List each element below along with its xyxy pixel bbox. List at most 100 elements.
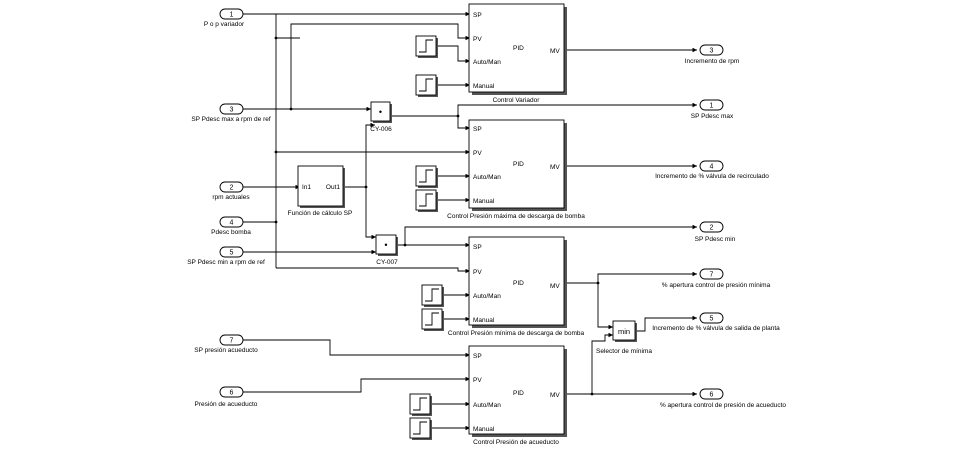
pid-port-mv: MV bbox=[550, 164, 560, 171]
pid-port-mv: MV bbox=[550, 283, 560, 290]
pid-port-pv: PV bbox=[473, 377, 482, 384]
inport-label: Pdesc bomba bbox=[211, 229, 251, 236]
pid-port-manual: Manual bbox=[473, 317, 495, 324]
inport[interactable]: 4 Pdesc bomba bbox=[211, 216, 251, 236]
inport-label: SP presión acueducto bbox=[194, 347, 258, 354]
outport[interactable]: 5 Incremento de % válvula de salida de p… bbox=[652, 312, 780, 332]
inport[interactable]: 7 SP presión acueducto bbox=[194, 334, 258, 354]
product-block-cy007[interactable]: • CY-007 bbox=[375, 234, 398, 266]
product-block-cy006[interactable]: • CY-006 bbox=[370, 101, 392, 133]
inport-number: 5 bbox=[230, 250, 234, 257]
pid-label: PID bbox=[513, 280, 524, 287]
pid-block-pmax[interactable]: SP PV Auto/Man Manual PID MV Control Pre… bbox=[447, 119, 585, 220]
outport-label: Incremento de rpm bbox=[685, 58, 740, 65]
step-block[interactable] bbox=[421, 284, 444, 307]
outport[interactable]: 6 % apertura control de presión de acued… bbox=[660, 388, 786, 409]
outport-number: 2 bbox=[710, 225, 714, 232]
wire-mv3 bbox=[565, 271, 697, 284]
pid-port-pv: PV bbox=[473, 36, 482, 43]
pid-block-variador[interactable]: SP PV Auto/Man Manual PID MV Control Var… bbox=[468, 3, 567, 104]
wire-sub-out2 bbox=[365, 187, 376, 240]
outport[interactable]: 3 Incremento de rpm bbox=[685, 44, 740, 65]
inport-label: SP Pdesc min a rpm de ref bbox=[187, 259, 265, 266]
pid-port-sp: SP bbox=[473, 126, 482, 133]
subsystem-in-label: In1 bbox=[302, 184, 311, 191]
pid-block-name: Control Presión mínima de descarga de bo… bbox=[448, 330, 585, 337]
step-block[interactable] bbox=[415, 189, 438, 212]
pid-port-manual: Manual bbox=[473, 198, 495, 205]
pid-port-pv: PV bbox=[473, 150, 482, 157]
inport-number: 7 bbox=[230, 338, 234, 345]
inport-label: P o p variador bbox=[204, 21, 245, 28]
wire-mv3-min bbox=[597, 283, 613, 330]
outport-number: 1 bbox=[710, 103, 714, 110]
inport[interactable]: 2 rpm actuales bbox=[212, 181, 250, 201]
outport-label: Incremento de % válvula de recirculado bbox=[655, 173, 769, 180]
pid-block-name: Control Presión de acueducto bbox=[473, 439, 559, 446]
outport[interactable]: 1 SP Pdesc max bbox=[691, 99, 734, 120]
inport-number: 1 bbox=[230, 12, 234, 19]
inport-number: 6 bbox=[230, 390, 234, 397]
subsystem-block[interactable]: In1 Out1 Función de cálculo SP bbox=[288, 165, 353, 217]
step-block[interactable] bbox=[421, 308, 444, 331]
pid-port-mv: MV bbox=[550, 392, 560, 399]
wire-sub-out bbox=[344, 122, 375, 188]
wire-min-out bbox=[635, 315, 697, 332]
pid-port-auto: Auto/Man bbox=[473, 59, 501, 66]
step-block[interactable] bbox=[409, 417, 432, 440]
outport[interactable]: 2 SP Pdesc min bbox=[695, 221, 736, 243]
min-symbol: min bbox=[618, 327, 630, 336]
inport-label: rpm actuales bbox=[212, 194, 250, 201]
outport-label: SP Pdesc min bbox=[695, 236, 736, 243]
pid-label: PID bbox=[513, 390, 524, 397]
step-block[interactable] bbox=[415, 35, 438, 58]
outport-label: SP Pdesc max bbox=[691, 113, 734, 120]
outport-label: % apertura control de presión mínima bbox=[662, 282, 771, 289]
pid-port-auto: Auto/Man bbox=[473, 174, 501, 181]
wire-cy006-sp bbox=[457, 116, 470, 131]
inport[interactable]: 5 SP Pdesc min a rpm de ref bbox=[187, 246, 265, 266]
pid-port-sp: SP bbox=[473, 244, 482, 251]
inport[interactable]: 6 Presión de acueducto bbox=[195, 386, 258, 408]
pid-port-auto: Auto/Man bbox=[473, 293, 501, 300]
pid-port-sp: SP bbox=[473, 353, 482, 360]
inport-label: SP Pdesc max a rpm de ref bbox=[191, 116, 271, 123]
pid-block-acueducto[interactable]: SP PV Auto/Man Manual PID MV Control Pre… bbox=[468, 345, 567, 446]
outport-label: Incremento de % válvula de salida de pla… bbox=[652, 325, 780, 332]
wire-mv4-min bbox=[591, 332, 613, 394]
product-symbol: • bbox=[384, 240, 387, 250]
pid-port-manual: Manual bbox=[473, 426, 495, 433]
pid-block-name: Control Presión máxima de descarga de bo… bbox=[447, 213, 585, 220]
pid-port-auto: Auto/Man bbox=[473, 402, 501, 409]
min-block[interactable]: min Selector de mínima bbox=[596, 320, 652, 355]
pid-port-mv: MV bbox=[550, 48, 560, 55]
outport-number: 7 bbox=[710, 272, 714, 279]
pid-label: PID bbox=[513, 45, 524, 52]
inport-number: 3 bbox=[230, 107, 234, 114]
outport-number: 5 bbox=[710, 316, 714, 323]
product-symbol: • bbox=[379, 107, 382, 117]
step-block[interactable] bbox=[409, 393, 432, 416]
pid-block-name: Control Variador bbox=[493, 97, 541, 104]
pid-port-pv: PV bbox=[473, 269, 482, 276]
subsystem-out-label: Out1 bbox=[326, 184, 340, 191]
outport-number: 4 bbox=[710, 164, 714, 171]
inport[interactable]: 3 SP Pdesc max a rpm de ref bbox=[191, 103, 271, 123]
outport[interactable]: 4 Incremento de % válvula de recirculado bbox=[655, 160, 769, 180]
pid-port-sp: SP bbox=[473, 12, 482, 19]
inport[interactable]: 1 P o p variador bbox=[204, 8, 245, 28]
step-block[interactable] bbox=[415, 165, 438, 188]
wire-pv4 bbox=[276, 267, 470, 274]
step-block[interactable] bbox=[415, 74, 438, 97]
pid-label: PID bbox=[513, 161, 524, 168]
outport-label: % apertura control de presión de acueduc… bbox=[660, 402, 786, 409]
outport[interactable]: 7 % apertura control de presión mínima bbox=[662, 268, 771, 289]
pid-block-pmin[interactable]: SP PV Auto/Man Manual PID MV Control Pre… bbox=[448, 236, 585, 337]
wire-cy006-out bbox=[391, 102, 697, 117]
min-block-name: Selector de mínima bbox=[596, 348, 652, 355]
wire-cy007-out bbox=[398, 224, 697, 246]
outport-number: 6 bbox=[710, 392, 714, 399]
wire-in3-branch bbox=[290, 23, 470, 109]
wire-step1a bbox=[436, 45, 470, 64]
